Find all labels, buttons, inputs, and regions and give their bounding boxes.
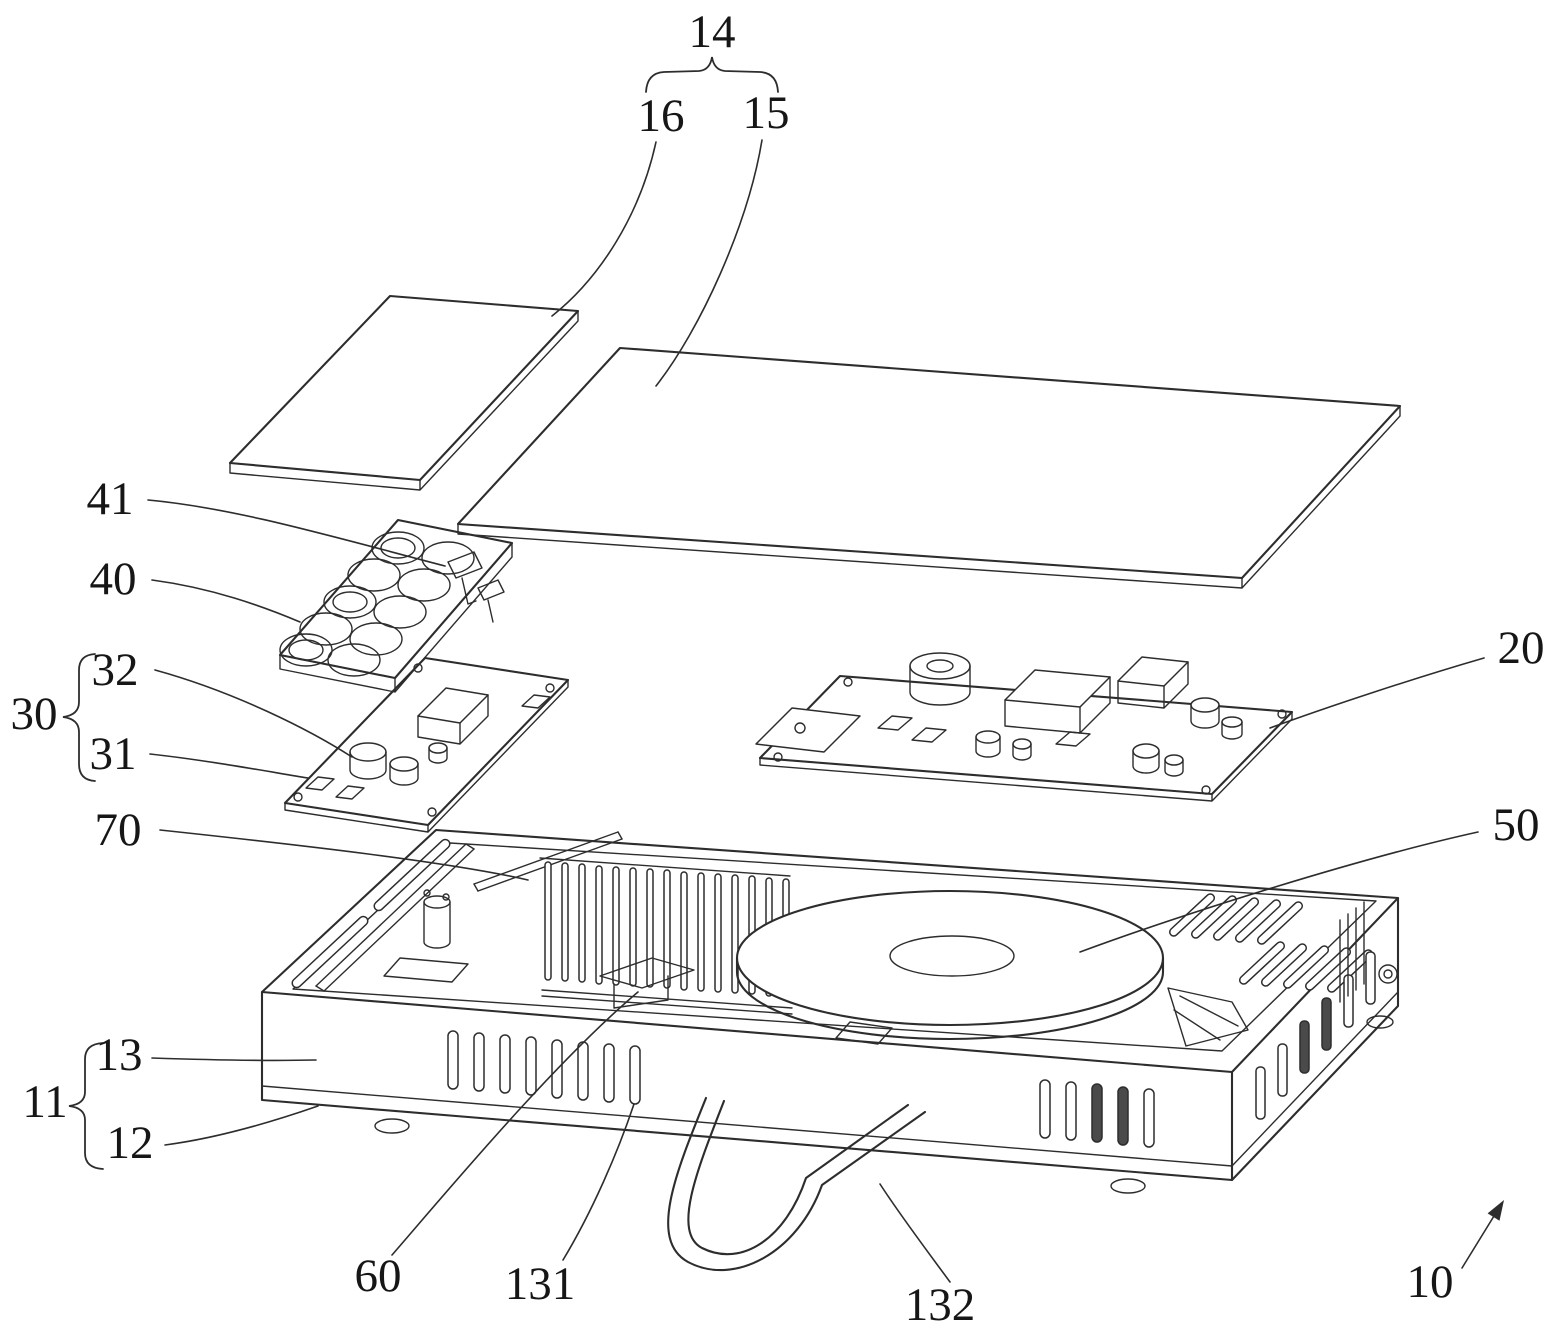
label-40: 40: [90, 553, 137, 605]
pcb-right-chips: [877, 715, 1091, 747]
brace-11: [68, 1042, 104, 1170]
spring-clips: [447, 551, 505, 623]
brace-30: [62, 653, 96, 782]
leader-32: [154, 669, 353, 758]
leader-132: [879, 1183, 951, 1283]
base-walls: [260, 896, 1400, 1182]
coil-plate-holes: [279, 531, 475, 677]
leader-60: [391, 991, 639, 1256]
motor-assembly: [383, 889, 469, 983]
label-131: 131: [505, 1258, 576, 1310]
fan-bracket: [599, 957, 695, 1009]
label-132: 132: [905, 1279, 976, 1331]
control-pcb-left: [283, 656, 570, 833]
leader-31: [149, 753, 309, 779]
leader-131: [562, 1103, 635, 1261]
pcb-left-thickness: [284, 679, 569, 833]
disc-top: [735, 889, 1165, 1027]
pcb-left-chips: [305, 694, 551, 800]
leader-15: [655, 139, 763, 387]
pcb-right-relay: [1117, 656, 1189, 709]
heating-disc: [735, 889, 1249, 1047]
brace-14: [645, 56, 779, 93]
heatsink: [539, 857, 793, 1015]
label-50: 50: [1493, 799, 1540, 851]
label-31: 31: [90, 728, 137, 780]
plate-small-thickness: [229, 310, 579, 491]
leader-12: [164, 1105, 319, 1146]
pcb-left-relay-box: [417, 687, 489, 745]
disc-hub: [889, 935, 1015, 977]
disc-thickness: [735, 956, 1165, 1041]
leader-40: [151, 579, 301, 623]
pcb-right-holes: [773, 677, 1287, 795]
label-11: 11: [22, 1076, 67, 1128]
label-16: 16: [638, 90, 685, 142]
heatsink-fins: [544, 861, 790, 998]
label-70: 70: [95, 804, 142, 856]
pcb-right-thickness: [759, 711, 1293, 802]
leader-70: [159, 829, 529, 881]
front-wall-vents-right: [1039, 1079, 1155, 1148]
disc-right-bracket: [1167, 987, 1249, 1047]
front-wall-vents-left: [447, 1030, 641, 1105]
label-20: 20: [1498, 622, 1545, 674]
base-feet: [374, 1015, 1394, 1194]
leader-50: [1079, 831, 1479, 953]
arrow-10: [1461, 1200, 1504, 1269]
label-12: 12: [107, 1117, 154, 1169]
leader-20: [1269, 657, 1485, 729]
interior-partition: [315, 843, 475, 992]
coil-plate: [278, 518, 514, 680]
coil-bracket-assembly: [278, 518, 514, 693]
plate-large-thickness: [457, 405, 1401, 589]
power-cord-loop: [667, 1096, 927, 1272]
label-32: 32: [92, 644, 139, 696]
leader-13: [151, 1057, 317, 1062]
pcb-right-transformer: [1004, 669, 1111, 734]
heatsink-base-rail: [541, 989, 793, 1015]
top-plate-small: [228, 294, 580, 491]
coil-plate-thickness: [279, 542, 513, 693]
annotations: 14 16 15 41 40 32 30 31 70 20 50 13 11 1…: [11, 6, 1545, 1331]
power-pcb-right: [755, 652, 1294, 802]
right-wall-vents: [1255, 951, 1376, 1120]
leader-16: [551, 141, 657, 317]
leader-41: [147, 499, 446, 567]
label-10: 10: [1407, 1256, 1454, 1308]
heatsink-top-rail: [539, 857, 791, 877]
top-right-vents: [1168, 893, 1374, 993]
side-socket: [1378, 964, 1398, 984]
label-13: 13: [96, 1029, 143, 1081]
label-41: 41: [87, 473, 134, 525]
pcb-right-capacitors: [975, 697, 1243, 777]
top-left-rim-vents: [291, 838, 451, 989]
disc-front-tab: [835, 1021, 893, 1045]
label-14: 14: [689, 6, 736, 58]
pcb-left-capacitors: [349, 742, 448, 786]
pcb-right-bracket-tab: [755, 707, 861, 753]
pcb-right-big-capacitor: [909, 652, 971, 706]
label-30: 30: [11, 688, 58, 740]
label-60: 60: [355, 1250, 402, 1302]
interior-connector-column: [1339, 901, 1365, 1003]
label-15: 15: [743, 87, 790, 139]
top-plate-large: [456, 346, 1402, 589]
pcb-left-holes: [293, 663, 555, 817]
